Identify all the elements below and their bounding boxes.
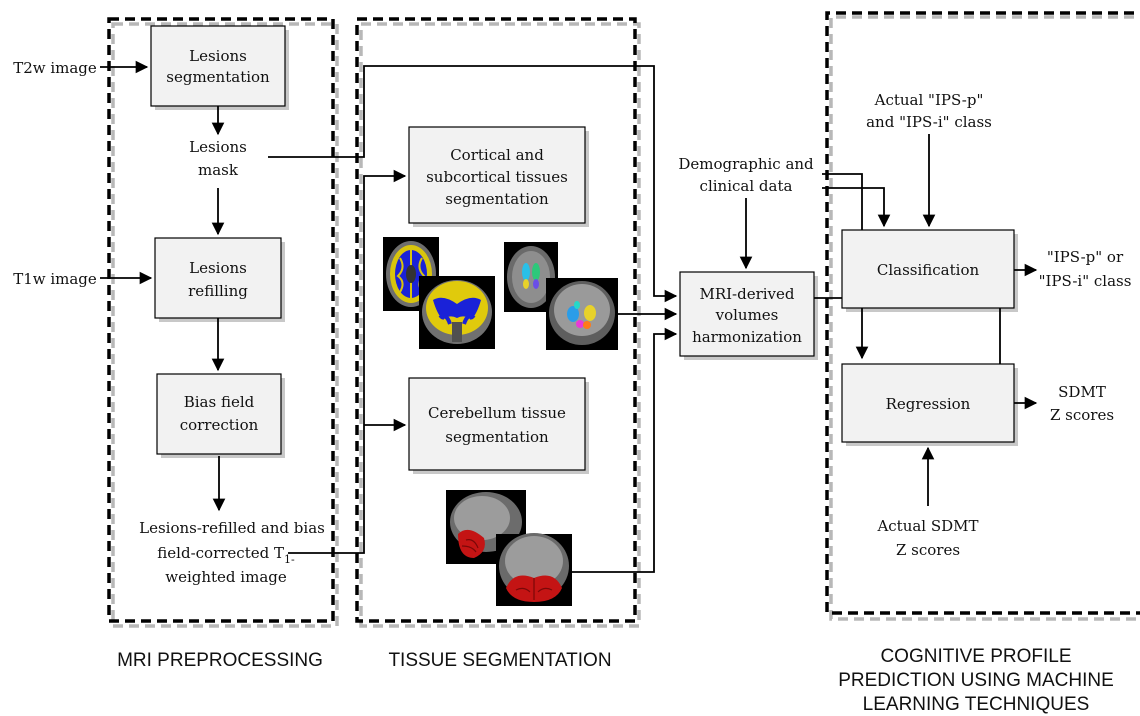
actual-sdmt-line2: Z scores [896,541,960,559]
cerebellum-seg-line2: segmentation [445,428,549,446]
section-title-prediction-2: PREDICTION USING MACHINE [838,670,1114,691]
input-t2w-label: T2w image [13,59,97,77]
harmonization-line1: MRI-derived [699,285,794,303]
lesions-segmentation-box: Lesions segmentation [150,25,289,110]
bias-field-line1: Bias field [184,393,255,411]
regression-label: Regression [886,395,971,413]
frame-prediction [825,11,1140,621]
corrected-image-line3: weighted image [165,568,287,586]
actual-ips-line1: Actual "IPS-p" [874,91,984,109]
corrected-image-line2: field-corrected T1- [157,544,295,566]
section-title-segmentation: TISSUE SEGMENTATION [388,650,611,671]
brain-image-tissue-coronal [419,276,495,349]
lesions-segmentation-line1: Lesions [189,47,247,65]
cortical-seg-line1: Cortical and [450,146,544,164]
cerebellum-seg-line1: Cerebellum tissue [428,404,566,422]
cortical-segmentation-box: Cortical and subcortical tissues segment… [408,126,589,227]
cortical-seg-line2: subcortical tissues [426,168,568,186]
arrow-mask-to-harmonization [268,65,678,303]
lesions-mask-line2: mask [198,161,239,179]
arrow-image-to-cortical [288,169,407,554]
bias-field-correction-box: Bias field correction [156,373,285,458]
lesions-segmentation-line2: segmentation [166,68,270,86]
harmonization-box: MRI-derived volumes harmonization [679,271,818,360]
frame-preprocessing [107,17,339,628]
connectors [100,60,1038,573]
section-title-prediction-1: COGNITIVE PROFILE [880,646,1071,667]
output-class-line2: "IPS-i" class [1039,272,1132,290]
lesions-refilling-line2: refilling [188,282,248,300]
connector-demographic-loop-1 [822,173,863,230]
lesions-refilling-line1: Lesions [189,259,247,277]
input-t1w-label: T1w image [13,270,97,288]
cortical-seg-line3: segmentation [445,190,549,208]
demographic-line1: Demographic and [678,155,814,173]
brain-image-cerebellum-coronal [496,533,572,606]
demographic-line2: clinical data [700,177,793,195]
harmonization-line3: harmonization [692,328,802,346]
bias-field-line2: correction [180,416,259,434]
actual-sdmt-line1: Actual SDMT [876,517,978,535]
lesions-mask-line1: Lesions [189,138,247,156]
frame-segmentation [355,17,641,628]
regression-box: Regression [841,363,1018,446]
output-sdmt-line1: SDMT [1058,383,1106,401]
harmonization-line2: volumes [715,306,779,324]
arrow-to-classification-left [822,187,891,228]
corrected-image-line1: Lesions-refilled and bias [139,519,325,537]
actual-ips-line2: and "IPS-i" class [866,113,992,131]
classification-label: Classification [877,261,980,279]
classification-box: Classification [841,229,1018,312]
output-class-line1: "IPS-p" or [1047,248,1124,266]
brain-image-subcortical-coronal [546,278,618,350]
section-title-preprocessing: MRI PREPROCESSING [117,650,323,671]
arrow-cerebellum-to-harmonization [572,327,678,573]
output-sdmt-line2: Z scores [1050,406,1114,424]
lesions-refilling-box: Lesions refilling [154,237,285,322]
cerebellum-segmentation-box: Cerebellum tissue segmentation [408,377,589,474]
section-title-prediction-3: LEARNING TECHNIQUES [863,694,1090,715]
